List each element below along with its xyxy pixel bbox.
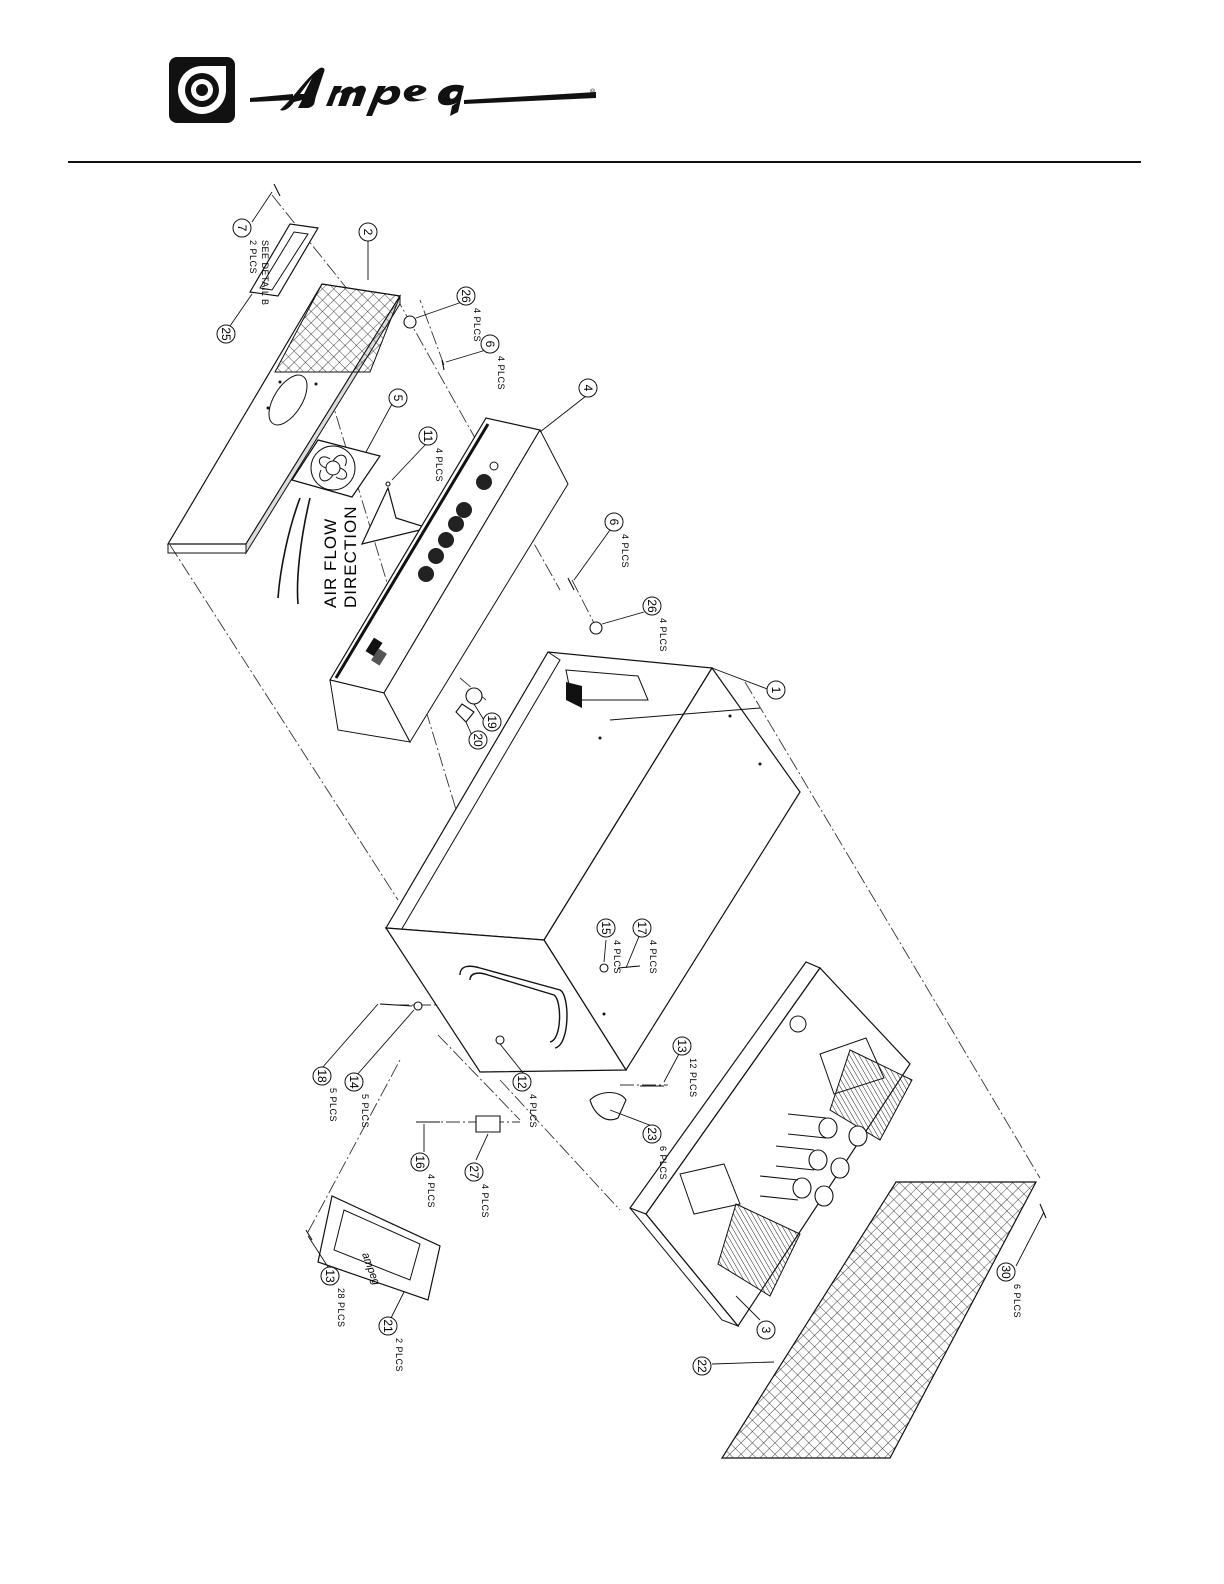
callout-quantity: 4 PLCS [472, 308, 482, 342]
callout-number: 15 [599, 921, 613, 935]
callout-quantity: 4 PLCS [612, 940, 622, 974]
callout-number: 5 [391, 395, 405, 402]
callout-c6b: 6 4 PLCS [605, 513, 630, 568]
callout-number: 11 [421, 430, 435, 443]
callout-number: 25 [219, 327, 233, 341]
callout-number: 7 [235, 225, 249, 232]
callout-c2: 2 [359, 223, 377, 241]
callout-number: 22 [695, 1359, 709, 1373]
callout-quantity: 4 PLCS [658, 618, 668, 652]
callout-c26a: 26 4 PLCS [457, 287, 482, 342]
callout-number: 16 [413, 1155, 427, 1169]
callout-c4: 4 [579, 379, 597, 397]
callout-note: SEE DETAIL B [260, 240, 270, 306]
callout-quantity: 6 PLCS [1012, 1284, 1022, 1318]
callout-number: 13 [323, 1269, 337, 1283]
callout-number: 23 [645, 1127, 659, 1141]
callout-c13b: 13 28 PLCS [321, 1267, 346, 1328]
callout-quantity: 5 PLCS [328, 1088, 338, 1122]
callout-quantity: 4 PLCS [434, 448, 444, 482]
callout-number: 19 [485, 715, 499, 729]
callout-c16: 16 4 PLCS [411, 1153, 436, 1208]
callout-c30: 30 6 PLCS [997, 1263, 1022, 1318]
callout-number: 14 [347, 1075, 361, 1089]
callout-number: 17 [635, 921, 649, 935]
callout-number: 4 [581, 385, 595, 392]
callout-quantity: 6 PLCS [658, 1146, 668, 1180]
callout-quantity: 2 PLCS [248, 240, 258, 274]
callout-number: 13 [675, 1039, 689, 1053]
callout-quantity: 12 PLCS [688, 1058, 698, 1098]
callout-c22: 22 [693, 1357, 711, 1375]
callout-c27: 27 4 PLCS [465, 1163, 490, 1218]
callout-quantity: 4 PLCS [620, 534, 630, 568]
callout-quantity: 2 PLCS [394, 1338, 404, 1372]
callout-c1: 1 [767, 681, 785, 699]
callout-quantity: 4 PLCS [648, 940, 658, 974]
callout-c11: 11 4 PLCS [419, 427, 444, 482]
top-cover-panel [168, 284, 400, 553]
callout-number: 26 [459, 289, 473, 303]
callout-quantity: 28 PLCS [336, 1288, 346, 1328]
callout-c20: 20 [469, 731, 487, 749]
handle-plate: ampeg [318, 1196, 440, 1300]
callout-c6a: 6 4 PLCS [481, 335, 506, 390]
callout-c12: 12 4 PLCS [513, 1073, 538, 1128]
callout-quantity: 4 PLCS [496, 356, 506, 390]
callout-c21: 21 2 PLCS [379, 1317, 404, 1372]
callout-c25: 25 [217, 325, 235, 343]
callout-c26b: 26 4 PLCS [643, 597, 668, 652]
callout-number: 26 [645, 599, 659, 613]
callout-number: 2 [361, 229, 375, 236]
callout-c14: 14 5 PLCS [345, 1073, 370, 1128]
callout-number: 18 [315, 1069, 329, 1083]
callout-number: 6 [607, 519, 621, 526]
callout-c3: 3 [757, 1321, 775, 1339]
callout-c13a: 13 12 PLCS [673, 1037, 698, 1098]
callout-number: 30 [999, 1265, 1013, 1279]
air-flow-label: AIR FLOW DIRECTION [321, 506, 360, 609]
callout-number: 27 [467, 1165, 481, 1179]
air-flow-line2: DIRECTION [341, 506, 360, 609]
callout-number: 12 [515, 1075, 529, 1089]
main-chassis [386, 652, 800, 1072]
callout-c5: 5 [389, 389, 407, 407]
callout-quantity: 5 PLCS [360, 1094, 370, 1128]
air-flow-line1: AIR FLOW [321, 518, 340, 608]
callout-number: 21 [381, 1319, 395, 1333]
callout-c18: 18 5 PLCS [313, 1067, 338, 1122]
callout-quantity: 4 PLCS [480, 1184, 490, 1218]
callout-number: 1 [769, 687, 783, 694]
callout-number: 3 [759, 1327, 773, 1334]
callout-number: 6 [483, 341, 497, 348]
callout-quantity: 4 PLCS [426, 1174, 436, 1208]
callout-quantity: 4 PLCS [528, 1094, 538, 1128]
callout-number: 20 [471, 733, 485, 747]
callout-c19: 19 [483, 713, 501, 731]
